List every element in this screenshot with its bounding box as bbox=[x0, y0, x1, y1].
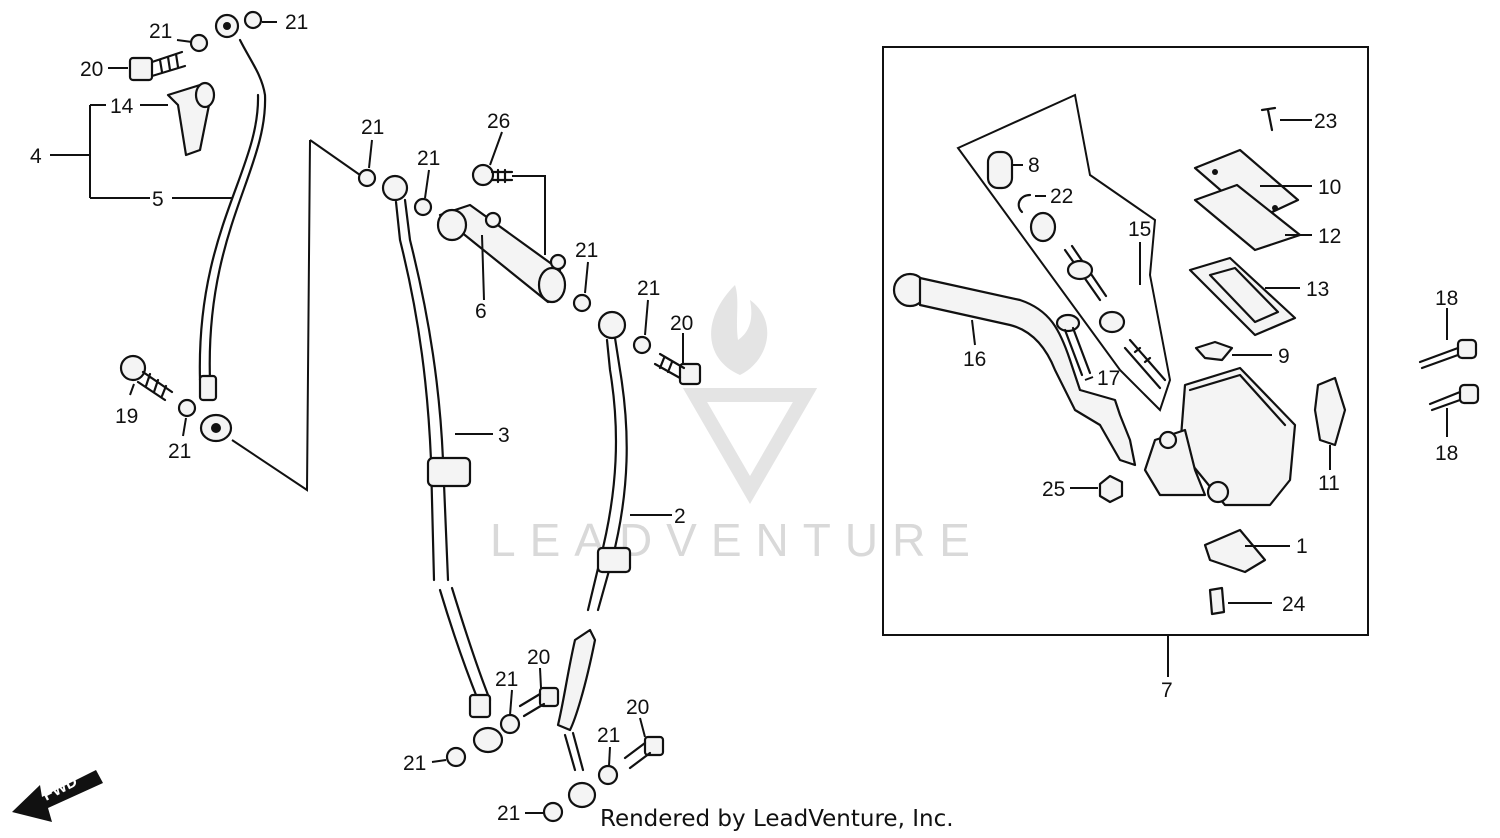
watermark-brand: LEADVENTURE bbox=[490, 514, 984, 566]
washer-21e bbox=[413, 197, 433, 217]
cap-screw bbox=[1260, 106, 1277, 132]
washer-21b bbox=[243, 10, 263, 30]
label-25: 25 bbox=[1042, 478, 1065, 501]
label-12: 12 bbox=[1318, 225, 1341, 248]
label-9: 9 bbox=[1278, 345, 1290, 368]
connection-lines-left bbox=[231, 139, 361, 492]
bolt-20-right bbox=[653, 352, 702, 386]
label-20-bottom-b: 20 bbox=[626, 696, 649, 719]
label-5: 5 bbox=[152, 188, 164, 211]
switch-screw bbox=[1208, 586, 1226, 616]
washer-21f bbox=[572, 293, 592, 313]
washer-21k bbox=[542, 801, 564, 823]
three-way-joint bbox=[166, 81, 216, 157]
lead-26-bracket bbox=[512, 175, 546, 255]
label-11: 11 bbox=[1318, 472, 1340, 495]
bracket-4 bbox=[50, 104, 150, 199]
piston-kit-parts bbox=[986, 150, 1167, 390]
label-8: 8 bbox=[1028, 154, 1040, 177]
brake-hose-2 bbox=[556, 310, 632, 809]
label-21-j: 21 bbox=[597, 724, 620, 747]
label-6: 6 bbox=[475, 300, 487, 323]
part-labels: 1 2 3 4 5 6 7 8 9 10 11 12 13 14 15 16 1… bbox=[30, 11, 1458, 825]
label-14: 14 bbox=[110, 95, 134, 118]
label-21-d: 21 bbox=[361, 116, 384, 139]
footer-credit: Rendered by LeadVenture, Inc. bbox=[600, 806, 954, 832]
label-10: 10 bbox=[1318, 176, 1341, 199]
label-21-h: 21 bbox=[495, 668, 518, 691]
bolt-20-bottom-a bbox=[518, 686, 560, 718]
brake-light-switch bbox=[1203, 528, 1267, 574]
label-3: 3 bbox=[498, 424, 510, 447]
label-2: 2 bbox=[674, 505, 686, 528]
handlebar-holder bbox=[1313, 376, 1347, 447]
label-20-right: 20 bbox=[670, 312, 693, 335]
label-23: 23 bbox=[1314, 110, 1337, 133]
washer-21i bbox=[445, 746, 467, 768]
label-21-f: 21 bbox=[575, 239, 598, 262]
label-21-b: 21 bbox=[285, 11, 308, 34]
label-26: 26 bbox=[487, 110, 510, 133]
washer-21d bbox=[357, 168, 377, 188]
label-21-e: 21 bbox=[417, 147, 440, 170]
label-20-top: 20 bbox=[80, 58, 103, 81]
bolt-20-bottom-b bbox=[623, 735, 665, 770]
label-24: 24 bbox=[1282, 593, 1306, 616]
nut-25 bbox=[1098, 474, 1124, 504]
label-7: 7 bbox=[1161, 679, 1173, 702]
master-cylinder-body bbox=[1143, 366, 1297, 507]
watermark-flame-icon bbox=[711, 285, 768, 375]
label-17: 17 bbox=[1097, 367, 1120, 390]
label-21-i: 21 bbox=[403, 752, 426, 775]
bolt-20-top bbox=[128, 50, 187, 82]
label-18-upper: 18 bbox=[1435, 287, 1458, 310]
diaphragm-plate bbox=[1188, 256, 1297, 337]
watermark: LEADVENTURE bbox=[490, 285, 984, 566]
label-13: 13 bbox=[1306, 278, 1329, 301]
brake-hose-upper bbox=[198, 13, 267, 443]
forward-arrow: FWD bbox=[12, 770, 103, 822]
watermark-v-icon bbox=[682, 388, 818, 504]
label-22: 22 bbox=[1050, 185, 1073, 208]
washer-21h bbox=[499, 713, 521, 735]
holder-bolt-upper bbox=[1418, 338, 1478, 370]
brake-lever bbox=[892, 272, 1137, 467]
holder-bolt-lower bbox=[1428, 383, 1480, 412]
lever-pivot-nut bbox=[1194, 340, 1234, 362]
label-18-lower: 18 bbox=[1435, 442, 1458, 465]
label-21-a: 21 bbox=[149, 20, 172, 43]
label-1: 1 bbox=[1296, 535, 1308, 558]
label-21-g: 21 bbox=[637, 277, 660, 300]
bolt-26 bbox=[471, 163, 514, 187]
label-19: 19 bbox=[115, 405, 138, 428]
label-21-k: 21 bbox=[497, 802, 520, 825]
brake-hose-3 bbox=[381, 174, 504, 754]
pivot-bolt bbox=[1055, 313, 1092, 377]
leader-lines bbox=[108, 21, 1448, 814]
brake-pipe-joint bbox=[436, 203, 567, 304]
label-15: 15 bbox=[1128, 218, 1151, 241]
washer-21j bbox=[597, 764, 619, 786]
washer-21a bbox=[189, 33, 209, 53]
label-21-c: 21 bbox=[168, 440, 191, 463]
piston-kit-box bbox=[956, 93, 1172, 412]
bolt-19 bbox=[119, 354, 174, 402]
washer-21g bbox=[632, 335, 652, 355]
master-cylinder-assembly-box bbox=[882, 46, 1369, 636]
label-16: 16 bbox=[963, 348, 986, 371]
label-4: 4 bbox=[30, 145, 42, 168]
washer-21c bbox=[177, 398, 197, 418]
label-20-bottom-a: 20 bbox=[527, 646, 550, 669]
